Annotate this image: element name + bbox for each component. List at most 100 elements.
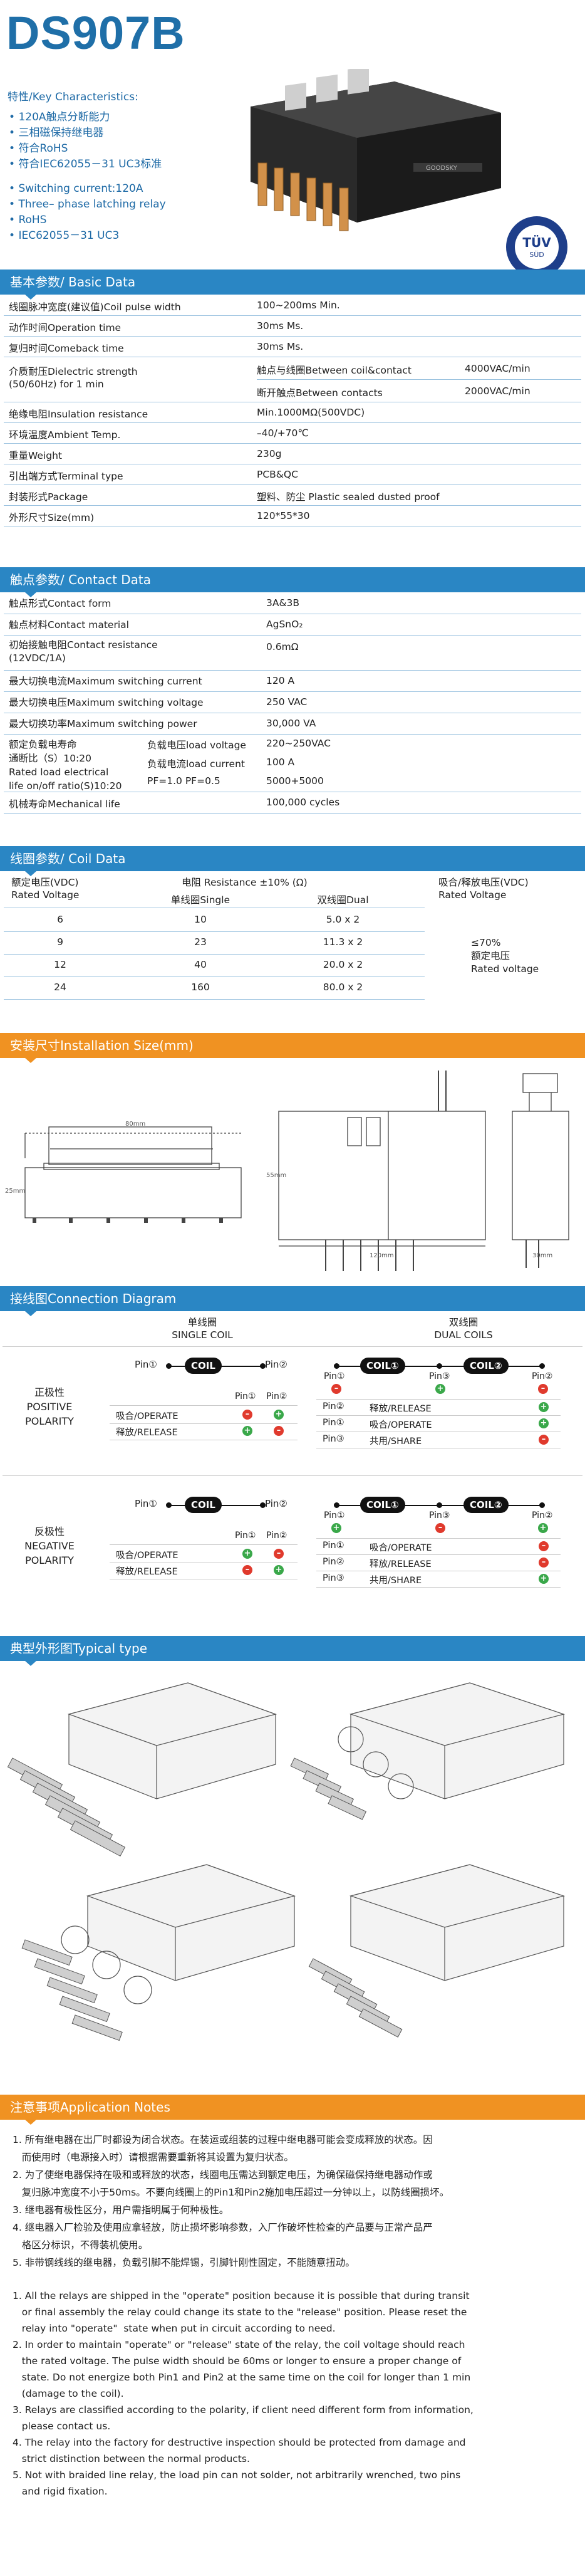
pin-dot	[166, 1363, 172, 1369]
spec-label: 绝缘电阻Insulation resistance	[9, 409, 148, 420]
state-label: 吸合/OPERATE	[370, 1543, 432, 1553]
row-divider	[110, 1423, 298, 1424]
note-line: the rated voltage. The pulse width shoul…	[13, 2355, 462, 2367]
polarity-dot: –	[539, 1541, 549, 1551]
spec-label: 最大切换功率Maximum switching power	[9, 718, 197, 730]
polarity-dot: +	[242, 1426, 252, 1436]
coil-voltage: 24	[54, 982, 66, 993]
row-divider	[110, 1405, 298, 1406]
note-line: 2. 为了使继电器保持在吸和或释放的状态，线圈电压需达到额定电压，为确保磁保持继…	[13, 2169, 433, 2181]
pin-dot	[437, 1363, 442, 1369]
row-divider	[4, 336, 581, 337]
state-label: 释放/RELEASE	[116, 1567, 178, 1577]
coil-col-release: 吸合/释放电压(VDC) Rated Voltage	[438, 877, 529, 901]
pin-label: Pin①	[324, 1511, 345, 1521]
life-value: 220~250VAC	[266, 738, 331, 749]
note-line: 5. 非带钢线线的继电器，负载引脚不能焊锡，引脚针刚性固定，不能随意扭动。	[13, 2257, 355, 2268]
section-title: 典型外形图Typical type	[10, 1641, 148, 1656]
pin-dot	[539, 1363, 545, 1369]
spec-value: 0.6mΩ	[266, 641, 299, 652]
pin-label: Pin②	[532, 1371, 553, 1381]
row-divider	[316, 1399, 561, 1400]
note-line: (damage to the coil).	[13, 2388, 124, 2399]
spec-value: Min.1000MΩ(500VDC)	[257, 407, 365, 418]
pin-col-header: Pin②	[266, 1391, 287, 1401]
spec-label: 触点形式Contact form	[9, 598, 111, 609]
spec-value: 100~200ms Min.	[257, 300, 340, 311]
spec-label: 最大切换电流Maximum switching current	[9, 676, 202, 687]
coil-symbol: COIL②	[463, 1358, 509, 1374]
coil-dual: 11.3 x 2	[323, 936, 363, 948]
tuv-sub-text: SÜD	[529, 251, 544, 259]
dim-label: 55mm	[266, 1172, 286, 1179]
dim-label: 80mm	[125, 1121, 145, 1128]
life-label: 额定负载电寿命 通断比（S）10:20 Rated load electrica…	[9, 739, 122, 792]
coil-voltage: 12	[54, 959, 66, 970]
polarity-dot: +	[274, 1410, 284, 1420]
note-line: relay into "operate" state when put in c…	[13, 2323, 336, 2334]
note-line: 而使用时（电源接入时）请根据需要重新将其设置为复归状态。	[13, 2152, 294, 2163]
pin-dot	[260, 1502, 266, 1508]
key-characteristics-list: 120A触点分断能力 三相磁保持继电器 符合RoHS 符合IEC62055－31…	[9, 110, 166, 244]
pin-label: Pin③	[429, 1511, 450, 1521]
note-line: and rigid fixation.	[13, 2486, 108, 2497]
coil-single: 40	[194, 959, 207, 970]
release-voltage-note: ≤70% 额定电压 Rated voltage	[471, 937, 539, 975]
note-line: 2. In order to maintain "operate" or "re…	[13, 2339, 465, 2350]
spec-value: 120 A	[266, 675, 295, 686]
polarity-dot: +	[539, 1418, 549, 1428]
note-line: 复归脉冲宽度不小于50ms。不要向线圈上的Pin1和Pin2施加电压超过一分钟以…	[13, 2187, 450, 2198]
coil-symbol: COIL	[185, 1358, 222, 1374]
life-sublabel: 负载电流load current	[147, 758, 245, 770]
spec-sublabel: 触点与线圈Between coil&contact	[257, 365, 412, 376]
coil-symbol: COIL	[185, 1497, 222, 1513]
polarity-dot: +	[538, 1523, 548, 1533]
coil-col-resistance: 电阻 Resistance ±10% (Ω)	[182, 877, 308, 888]
kc-item: IEC62055－31 UC3	[9, 228, 166, 244]
pin-row-label: Pin②	[323, 1401, 344, 1411]
pin-dot	[334, 1502, 339, 1508]
polarity-dot: +	[435, 1384, 445, 1394]
spec-label: 动作时间Operation time	[9, 322, 122, 333]
life-value: 5000+5000	[266, 775, 324, 787]
row-divider	[4, 422, 581, 423]
polarity-dot: –	[539, 1435, 549, 1445]
note-line: 4. 继电器入厂检验及使用应拿轻放，防止损坏影响参数，入厂作破坏性检查的产品要与…	[13, 2222, 433, 2233]
polarity-dot: +	[242, 1549, 252, 1559]
note-line: 格区分标识，不得装机使用。	[13, 2239, 148, 2251]
coil-data-heading: 线圈参数/ Coil Data	[0, 846, 585, 876]
state-label: 吸合/OPERATE	[116, 1411, 179, 1422]
installation-drawing: 80mm 25mm 55mm 120mm 30mm	[5, 1071, 569, 1271]
row-divider	[316, 1554, 561, 1555]
spec-value: 230g	[257, 448, 282, 459]
dim-label: 30mm	[532, 1252, 552, 1259]
state-label: 吸合/OPERATE	[370, 1420, 432, 1430]
polarity-dot: –	[331, 1384, 341, 1394]
tuv-text: TÜV	[522, 235, 551, 250]
spec-value: 塑料、防尘 Plastic sealed dusted proof	[257, 491, 440, 503]
pin-dot	[539, 1502, 545, 1508]
section-title: 基本参数/ Basic Data	[10, 275, 136, 290]
spec-label: 外形尺寸Size(mm)	[9, 512, 95, 523]
pin-dot	[166, 1502, 172, 1508]
pin-col-header: Pin①	[235, 1531, 256, 1541]
spec-label: 线圈脉冲宽度(建议值)Coil pulse width	[9, 301, 181, 313]
polarity-dot: +	[331, 1523, 341, 1533]
spec-value: –40/+70℃	[257, 427, 309, 439]
dual-coil-title: 双线圈 DUAL COILS	[434, 1317, 493, 1341]
kc-item: 符合IEC62055－31 UC3标准	[9, 157, 166, 172]
contact-data-heading: 触点参数/ Contact Data	[0, 567, 585, 597]
kc-item: Three– phase latching relay	[9, 197, 165, 212]
coil-symbol: COIL①	[360, 1497, 405, 1513]
row-divider	[316, 1538, 561, 1539]
pin-row-label: Pin①	[323, 1418, 344, 1428]
row-divider	[257, 379, 581, 380]
polarity-dot: –	[538, 1384, 548, 1394]
pin-label: Pin③	[429, 1371, 450, 1381]
polarity-dot: –	[242, 1565, 252, 1575]
spec-value: 4000VAC/min	[465, 363, 531, 374]
note-line: 5. Not with braided line relay, the load…	[13, 2469, 461, 2481]
polarity-dot: –	[435, 1523, 445, 1533]
polarity-dot: –	[274, 1549, 284, 1559]
state-label: 释放/RELEASE	[370, 1404, 432, 1414]
